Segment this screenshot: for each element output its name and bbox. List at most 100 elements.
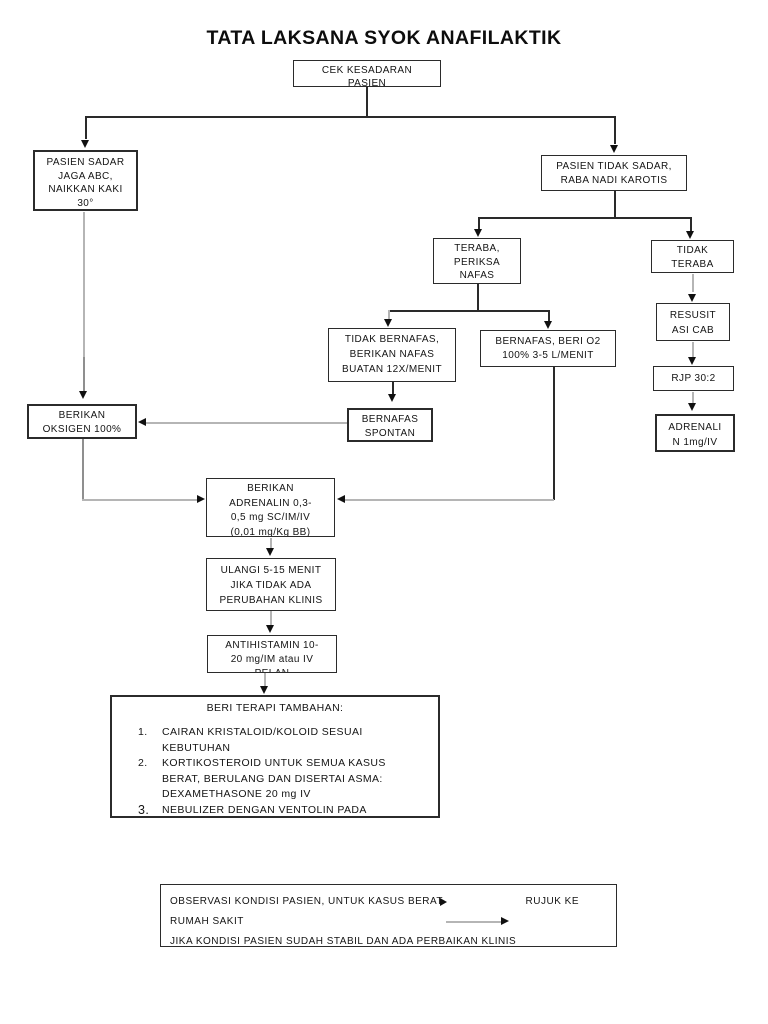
connector-oksigen-to-adrenalin — [82, 499, 197, 501]
node-line: BERIKAN — [247, 483, 294, 494]
list-item: 1. CAIRAN KRISTALOID/KOLOID SESUAI KEBUT… — [112, 725, 438, 756]
connector-o2-down — [553, 367, 555, 500]
node-line: CEK KESADARAN — [321, 65, 413, 76]
node-antihistamin: ANTIHISTAMIN 10- 20 mg/IM atau IV PELAN — [207, 635, 337, 673]
arrow-line — [446, 921, 502, 923]
connector-cek-down — [366, 87, 368, 117]
connector-to-tidak-teraba — [690, 217, 692, 231]
observasi-line-1-right: RUJUK KE — [525, 896, 579, 907]
observasi-line-1: OBSERVASI KONDISI PASIEN, UNTUK KASUS BE… — [170, 892, 607, 912]
terapi-list: 1. CAIRAN KRISTALOID/KOLOID SESUAI KEBUT… — [112, 725, 438, 817]
node-bernafas-spontan: BERNAFAS SPONTAN — [347, 408, 433, 442]
list-item-number: 1. — [138, 726, 148, 738]
arrowhead-tidak-teraba — [686, 231, 694, 239]
node-line: TIDAK — [676, 245, 709, 256]
arrowhead-berikan-oksigen — [79, 391, 87, 399]
node-line: ADRENALI — [668, 422, 722, 433]
connector-to-pasien-tidak-sadar — [614, 116, 616, 144]
node-line: NAIKKAN KAKI — [48, 184, 123, 195]
node-resusitasi-cab: RESUSIT ASI CAB — [656, 303, 730, 341]
node-line: PERIKSA — [453, 256, 501, 268]
observasi-line-2-text: RUMAH SAKIT — [170, 916, 244, 927]
node-line: 0,5 mg SC/IM/IV — [230, 512, 311, 523]
connector-to-adrenalin-1mg — [692, 392, 694, 403]
arrowhead-pasien-sadar — [81, 140, 89, 148]
connector-to-rjp — [692, 342, 694, 357]
node-line: JAGA ABC, — [58, 170, 113, 182]
node-tidak-teraba: TIDAK TERABA — [651, 240, 734, 273]
node-line: BERIKAN — [58, 410, 106, 421]
node-line: TIDAK BERNAFAS, — [344, 334, 440, 345]
list-item-text: CAIRAN KRISTALOID/KOLOID SESUAI KEBUTUHA… — [162, 725, 363, 756]
connector-branch-nadi — [478, 217, 691, 219]
arrowhead-bernafas-o2 — [544, 321, 552, 329]
node-observasi-kondisi-pasien: OBSERVASI KONDISI PASIEN, UNTUK KASUS BE… — [160, 884, 617, 947]
arrowhead-adrenalin-1mg — [688, 403, 696, 411]
connector-o2-to-adrenalin — [345, 499, 554, 501]
list-item-line: KEBUTUHAN — [162, 741, 231, 754]
node-line: RJP 30:2 — [671, 373, 716, 384]
arrowhead-resusitasi — [688, 294, 696, 302]
node-line: ADRENALIN 0,3- — [229, 497, 312, 509]
node-line: ULANGI 5-15 MENIT — [220, 565, 322, 576]
node-bernafas-beri-o2: BERNAFAS, BERI O2 100% 3-5 L/MENIT — [480, 330, 616, 367]
node-line: N 1mg/IV — [672, 437, 718, 448]
list-item: 2. KORTIKOSTEROID UNTUK SEMUA KASUS BERA… — [112, 756, 438, 803]
arrowhead-into-oksigen — [138, 418, 146, 426]
list-item-line: CAIRAN KRISTALOID/KOLOID SESUAI — [162, 726, 363, 738]
arrowhead-rjp — [688, 357, 696, 365]
node-beri-terapi-tambahan: BERI TERAPI TAMBAHAN: 1. CAIRAN KRISTALO… — [110, 695, 440, 818]
node-line: 30° — [77, 197, 94, 209]
connector-oksigen-down — [82, 439, 84, 500]
list-item-text: NEBULIZER DENGAN VENTOLIN PADA BRONKOSPA… — [162, 803, 419, 817]
list-item-line: DEXAMETHASONE 20 mg IV — [162, 788, 311, 800]
node-line: TERABA — [671, 259, 714, 270]
arrowhead-pasien-tidak-sadar — [610, 145, 618, 153]
node-adrenalin-1mg-iv: ADRENALI N 1mg/IV — [655, 414, 735, 452]
node-line: PERUBAHAN KLINIS — [219, 595, 323, 606]
node-line: OKSIGEN 100% — [42, 424, 122, 435]
connector-tidak-sadar-down — [614, 191, 616, 218]
node-teraba-periksa-nafas: TERABA, PERIKSA NAFAS — [433, 238, 521, 284]
arrowhead-ulangi — [266, 548, 274, 556]
node-cek-kesadaran: CEK KESADARAN PASIEN — [293, 60, 441, 87]
connector-spontan-to-oksigen — [146, 422, 347, 424]
list-item-line: KORTIKOSTEROID UNTUK SEMUA KASUS — [162, 757, 386, 769]
node-line: RABA NADI KAROTIS — [560, 175, 668, 186]
arrowhead-into-adrenalin-left — [197, 495, 205, 503]
list-item-line: BERAT, BERULANG DAN DISERTAI ASMA: — [162, 772, 383, 785]
node-line: ASI CAB — [671, 325, 715, 336]
arrowhead-terapi — [260, 686, 268, 694]
arrow-right-icon — [501, 917, 509, 925]
node-line: TERABA, — [454, 243, 500, 254]
node-line: ANTIHISTAMIN 10- — [225, 640, 319, 651]
arrow-right-icon — [440, 898, 448, 906]
connector-sadar-to-oksigen — [83, 212, 85, 357]
node-rjp-30-2: RJP 30:2 — [653, 366, 734, 391]
node-line: SPONTAN — [364, 428, 416, 439]
arrowhead-teraba — [474, 229, 482, 237]
connector-ulangi-to-antihistamin — [270, 611, 272, 625]
observasi-line-1-left: OBSERVASI KONDISI PASIEN, UNTUK KASUS BE… — [170, 896, 444, 907]
connector-to-resusitasi — [692, 274, 694, 292]
node-line: BERIKAN NAFAS — [349, 349, 435, 360]
connector-to-bernafas-o2 — [548, 310, 550, 322]
node-line: PASIEN — [347, 78, 387, 87]
node-pasien-sadar: PASIEN SADAR JAGA ABC, NAIKKAN KAKI 30° — [33, 150, 138, 211]
list-item-number: 3. — [138, 802, 150, 817]
connector-sadar-to-oksigen-dark — [83, 357, 85, 391]
node-line: 20 mg/IM atau IV — [230, 654, 314, 665]
node-ulangi-5-15-menit: ULANGI 5-15 MENIT JIKA TIDAK ADA PERUBAH… — [206, 558, 336, 611]
node-berikan-adrenalin: BERIKAN ADRENALIN 0,3- 0,5 mg SC/IM/IV (… — [206, 478, 335, 537]
observasi-line-2: RUMAH SAKIT — [170, 912, 607, 932]
connector-to-teraba — [478, 217, 480, 229]
connector-branch-top — [85, 116, 615, 118]
observasi-line-3: JIKA KONDISI PASIEN SUDAH STABIL DAN ADA… — [170, 936, 517, 947]
page-title: TATA LAKSANA SYOK ANAFILAKTIK — [206, 27, 562, 49]
node-line: BERNAFAS, BERI O2 — [495, 336, 601, 347]
node-line: PASIEN TIDAK SADAR, — [556, 161, 672, 172]
connector-antihistamin-to-terapi — [264, 673, 266, 686]
node-line: RESUSIT — [669, 310, 717, 321]
list-item-text: KORTIKOSTEROID UNTUK SEMUA KASUS BERAT, … — [162, 756, 386, 803]
